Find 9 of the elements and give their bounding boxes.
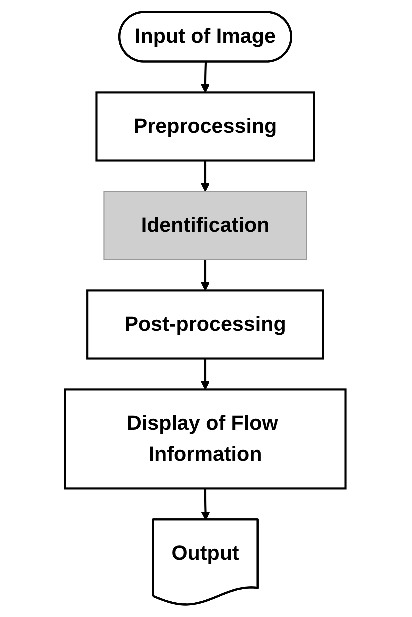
node-box: Preprocessing <box>96 92 316 162</box>
arrow <box>201 160 211 192</box>
node-box: Display of Flow Information <box>64 388 348 490</box>
arrow <box>202 488 211 521</box>
arrow <box>201 358 211 390</box>
node-box: Post-processing <box>87 290 325 360</box>
node-box: Identification <box>104 191 308 260</box>
arrow <box>201 62 211 94</box>
arrow <box>201 260 211 292</box>
